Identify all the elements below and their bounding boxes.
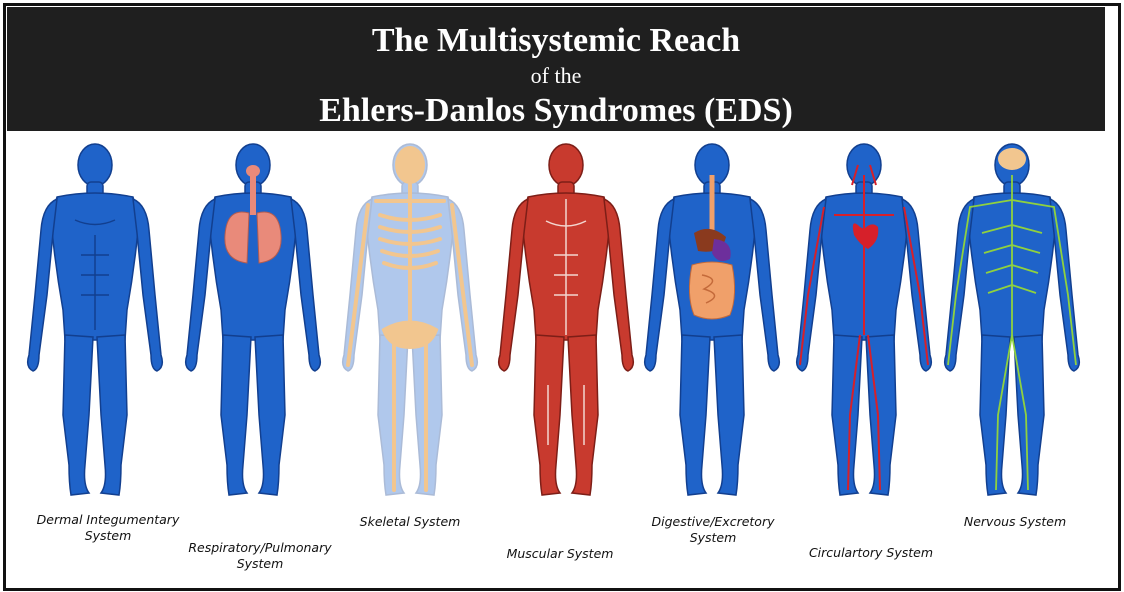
figure-respiratory bbox=[184, 143, 322, 496]
figure-muscular bbox=[497, 143, 635, 496]
figure-circulatory bbox=[795, 143, 933, 496]
label-skeletal: Skeletal System bbox=[359, 514, 461, 529]
label-muscular: Muscular System bbox=[506, 546, 614, 561]
label-digestive: Digestive/Excretory System bbox=[651, 514, 775, 545]
label-respiratory: Respiratory/Pulmonary System bbox=[188, 540, 332, 571]
figure-dermal bbox=[26, 143, 164, 496]
figure-digestive bbox=[643, 143, 781, 496]
label-nervous: Nervous System bbox=[963, 514, 1067, 529]
figure-skeletal bbox=[341, 143, 479, 496]
title-line-1: The Multisystemic Reach bbox=[371, 22, 741, 59]
title-line-2: of the bbox=[530, 63, 582, 88]
label-dermal: Dermal Integumentary System bbox=[36, 512, 180, 543]
label-circulatory: Circulartory System bbox=[808, 545, 934, 560]
title-banner: The Multisystemic Reach of the Ehlers-Da… bbox=[7, 7, 1105, 131]
title-line-3: Ehlers-Danlos Syndromes (EDS) bbox=[319, 92, 793, 129]
figure-nervous bbox=[943, 143, 1081, 496]
